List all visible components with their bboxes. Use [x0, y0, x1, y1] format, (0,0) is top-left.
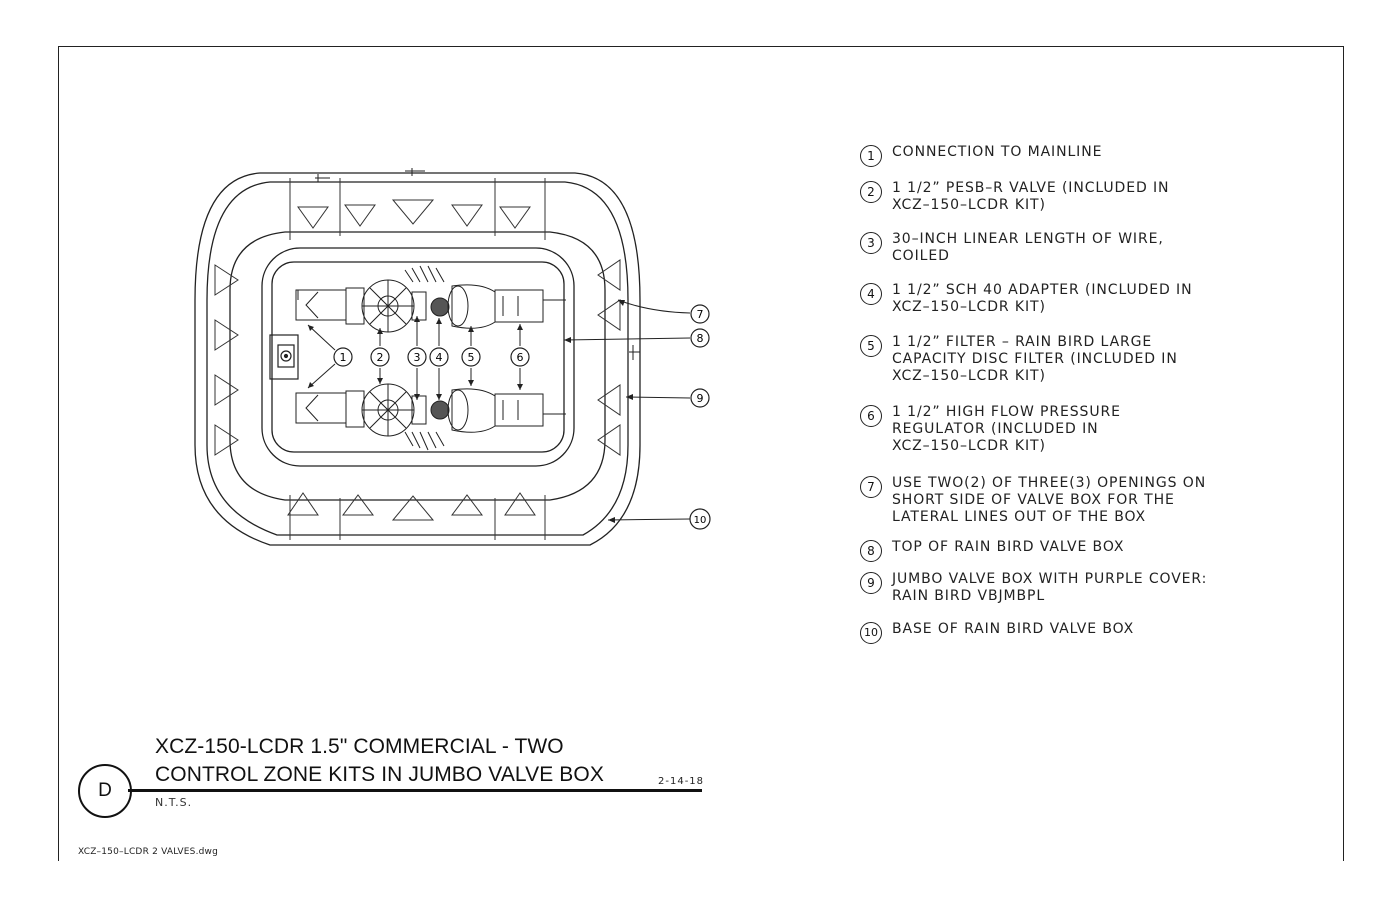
legend-item-2: 2 1 1/2” PESB–R VALVE (INCLUDED IN XCZ–1… [860, 180, 1169, 214]
bottom-ribs [287, 492, 536, 521]
svg-text:2: 2 [377, 351, 384, 364]
revision-date: 2-14-18 [658, 776, 705, 787]
svg-text:6: 6 [517, 351, 524, 364]
mainline-connection [269, 334, 299, 380]
drawing-filename: XCZ–150–LCDR 2 VALVES.dwg [78, 847, 219, 857]
left-ribs [214, 264, 239, 456]
legend-number: 3 [860, 232, 882, 254]
callout-1: 1 [333, 347, 353, 367]
svg-text:8: 8 [697, 332, 704, 345]
legend-text: 30–INCH LINEAR LENGTH OF WIRE, COILED [892, 231, 1164, 264]
drawing-border [58, 46, 1344, 861]
legend-text: CONNECTION TO MAINLINE [892, 144, 1103, 160]
valve-box-top [261, 247, 575, 467]
legend-number: 10 [860, 622, 882, 644]
legend-item-8: 8 TOP OF RAIN BIRD VALVE BOX [860, 539, 1124, 562]
callout-9: 9 [690, 388, 710, 408]
jumbo-valve-box-cover [229, 231, 606, 501]
external-leaders [563, 299, 691, 521]
legend-number: 5 [860, 335, 882, 357]
right-ribs [597, 259, 621, 456]
svg-text:3: 3 [414, 351, 421, 364]
legend-text: USE TWO(2) OF THREE(3) OPENINGS ON SHORT… [892, 475, 1207, 525]
callout-2: 2 [370, 347, 390, 367]
lower-valve-assembly [295, 383, 544, 451]
svg-text:4: 4 [436, 351, 443, 364]
svg-text:9: 9 [697, 392, 704, 405]
legend-item-4: 4 1 1/2” SCH 40 ADAPTER (INCLUDED IN XCZ… [860, 282, 1192, 316]
legend-text: 1 1/2” SCH 40 ADAPTER (INCLUDED IN XCZ–1… [892, 282, 1193, 315]
svg-text:5: 5 [468, 351, 475, 364]
callout-10: 10 [689, 508, 711, 530]
legend-number: 2 [860, 181, 882, 203]
detail-title-line-1: XCZ-150-LCDR 1.5" COMMERCIAL - TWO [155, 735, 564, 758]
legend-text: TOP OF RAIN BIRD VALVE BOX [892, 539, 1125, 555]
detail-title-line-2: CONTROL ZONE KITS IN JUMBO VALVE BOX [155, 763, 604, 786]
upper-valve-assembly [295, 265, 544, 333]
legend-item-10: 10 BASE OF RAIN BIRD VALVE BOX [860, 621, 1134, 644]
svg-text:1: 1 [340, 351, 347, 364]
callout-3: 3 [407, 347, 427, 367]
lateral-pipe-lines [297, 290, 566, 415]
top-cover-tabs [315, 168, 425, 182]
valve-box-base-outline [194, 172, 641, 546]
title-underline [128, 789, 702, 792]
right-cover-tab [629, 345, 640, 360]
legend-item-7: 7 USE TWO(2) OF THREE(3) OPENINGS ON SHO… [860, 475, 1206, 526]
legend-text: BASE OF RAIN BIRD VALVE BOX [892, 621, 1135, 637]
legend-text: 1 1/2” PESB–R VALVE (INCLUDED IN XCZ–150… [892, 180, 1170, 213]
detail-letter-circle: D [78, 764, 132, 818]
legend-number: 4 [860, 283, 882, 305]
valve-box-base-inner-ring [206, 181, 629, 536]
legend-item-3: 3 30–INCH LINEAR LENGTH OF WIRE, COILED [860, 231, 1164, 265]
callout-5: 5 [461, 347, 481, 367]
legend-number: 8 [860, 540, 882, 562]
legend-number: 6 [860, 405, 882, 427]
legend-number: 7 [860, 476, 882, 498]
legend-item-5: 5 1 1/2” FILTER – RAIN BIRD LARGE CAPACI… [860, 334, 1178, 385]
legend-number: 9 [860, 572, 882, 594]
svg-text:10: 10 [694, 515, 707, 526]
scale-note: N.T.S. [155, 796, 193, 809]
legend-item-1: 1 CONNECTION TO MAINLINE [860, 144, 1102, 167]
callout-8: 8 [690, 328, 710, 348]
callout-6: 6 [510, 347, 530, 367]
legend-item-9: 9 JUMBO VALVE BOX WITH PURPLE COVER: RAI… [860, 571, 1207, 605]
top-ribs [297, 199, 531, 229]
callout-7: 7 [690, 304, 710, 324]
valve-box-top-inner [271, 261, 565, 453]
legend-number: 1 [860, 145, 882, 167]
leader-arrowheads [308, 316, 523, 400]
legend-text: 1 1/2” FILTER – RAIN BIRD LARGE CAPACITY… [892, 334, 1178, 384]
legend-item-6: 6 1 1/2” HIGH FLOW PRESSURE REGULATOR (I… [860, 404, 1121, 455]
legend-text: JUMBO VALVE BOX WITH PURPLE COVER: RAIN … [892, 571, 1208, 604]
svg-text:7: 7 [697, 308, 704, 321]
legend-text: 1 1/2” HIGH FLOW PRESSURE REGULATOR (INC… [892, 404, 1121, 454]
callout-4: 4 [429, 347, 449, 367]
